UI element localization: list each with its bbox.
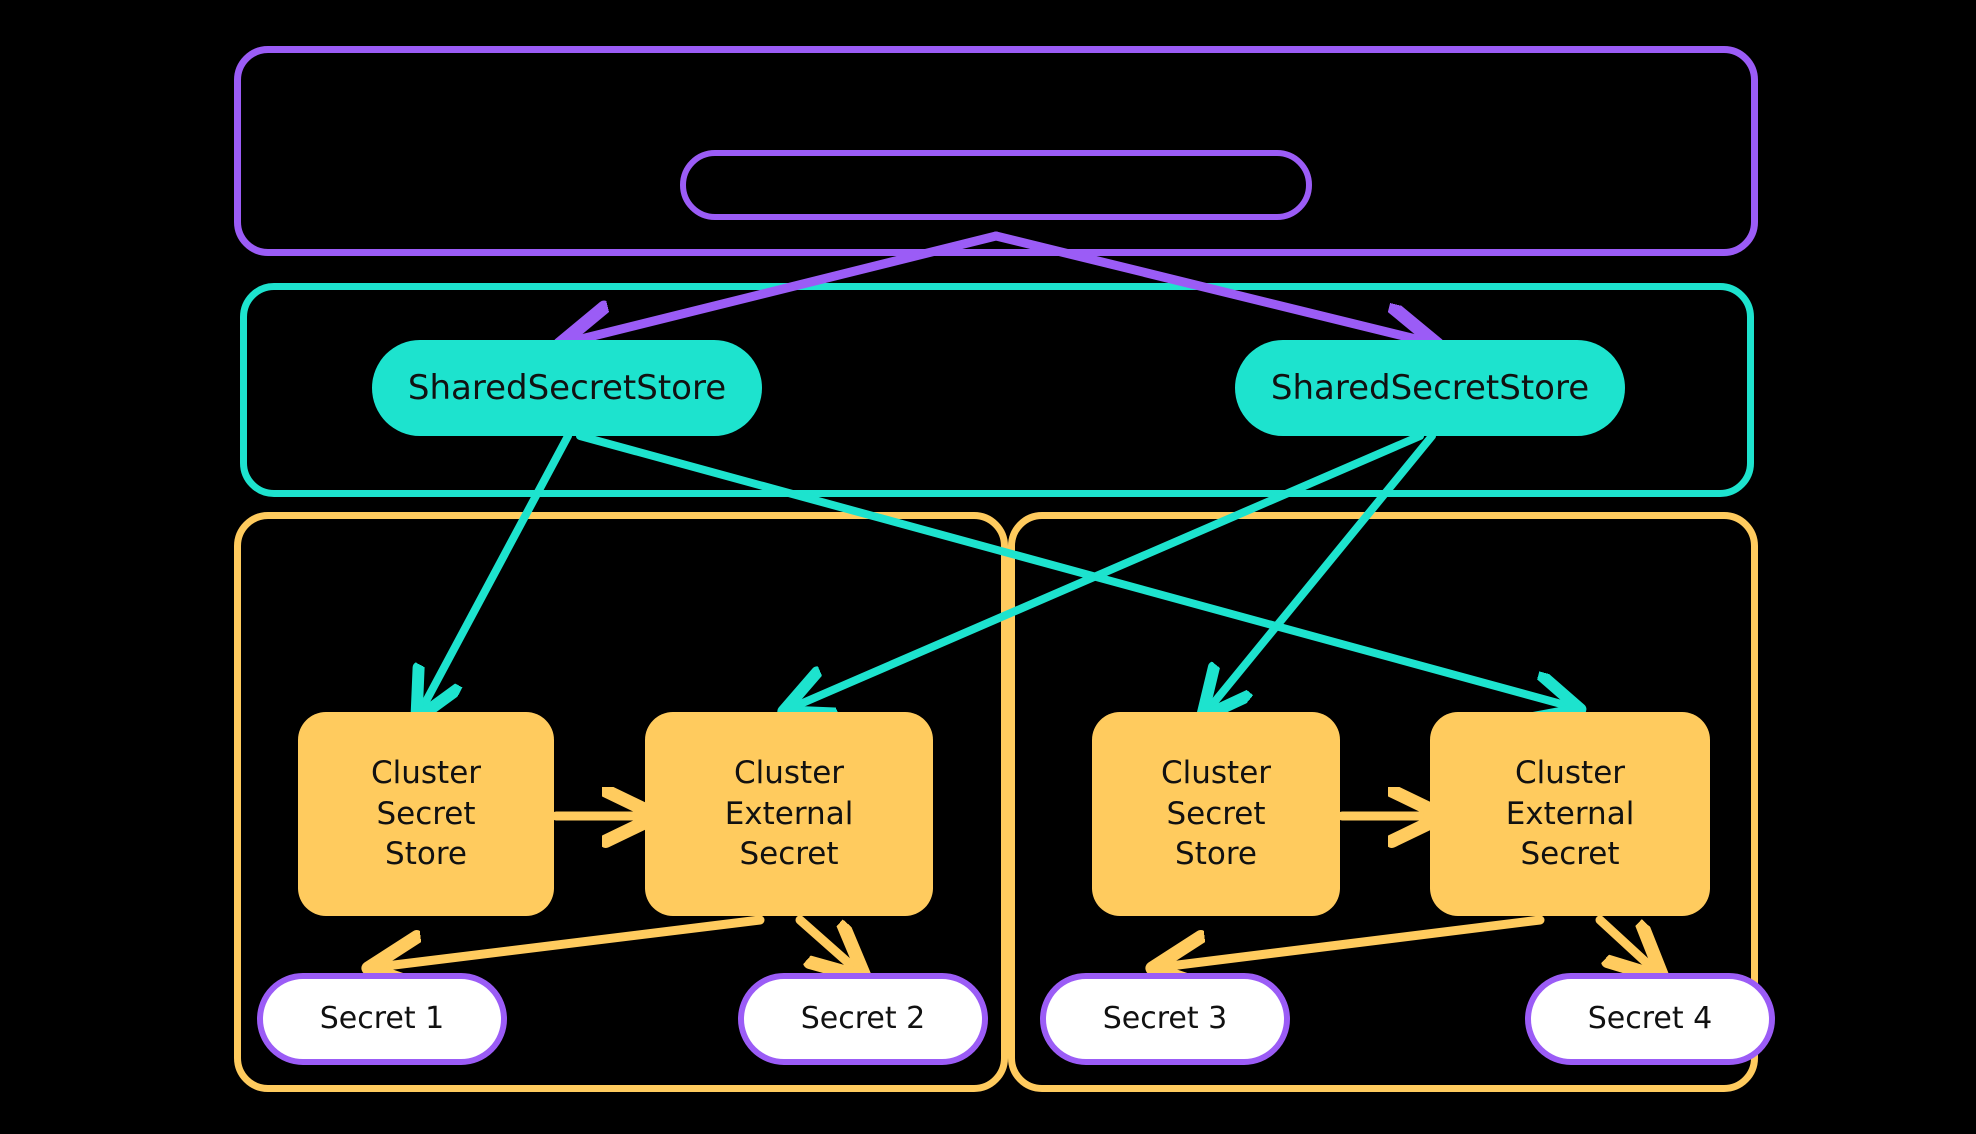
node-cluster-secret-store-1[interactable]: Cluster Secret Store — [298, 712, 554, 916]
node-label: Secret 3 — [1102, 1001, 1228, 1037]
node-cluster-external-secret-2[interactable]: Cluster External Secret — [645, 712, 933, 916]
node-shared-secret-store-right[interactable]: SharedSecretStore — [1235, 340, 1625, 436]
node-label: SharedSecretStore — [407, 367, 727, 408]
node-label: Cluster External Secret — [724, 754, 854, 873]
node-secret-2[interactable]: Secret 2 — [738, 973, 988, 1065]
node-secret-3[interactable]: Secret 3 — [1040, 973, 1290, 1065]
node-secret-1[interactable]: Secret 1 — [257, 973, 507, 1065]
node-shared-root[interactable] — [680, 150, 1312, 220]
node-label: Secret 2 — [800, 1001, 926, 1037]
node-label: Cluster Secret Store — [370, 754, 482, 873]
node-label: Cluster Secret Store — [1160, 754, 1272, 873]
node-label: SharedSecretStore — [1270, 367, 1590, 408]
node-cluster-external-secret-4[interactable]: Cluster External Secret — [1430, 712, 1710, 916]
node-shared-secret-store-left[interactable]: SharedSecretStore — [372, 340, 762, 436]
node-label: Secret 1 — [319, 1001, 445, 1037]
node-label: Secret 4 — [1587, 1001, 1713, 1037]
node-cluster-secret-store-3[interactable]: Cluster Secret Store — [1092, 712, 1340, 916]
node-label: Cluster External Secret — [1505, 754, 1635, 873]
node-secret-4[interactable]: Secret 4 — [1525, 973, 1775, 1065]
